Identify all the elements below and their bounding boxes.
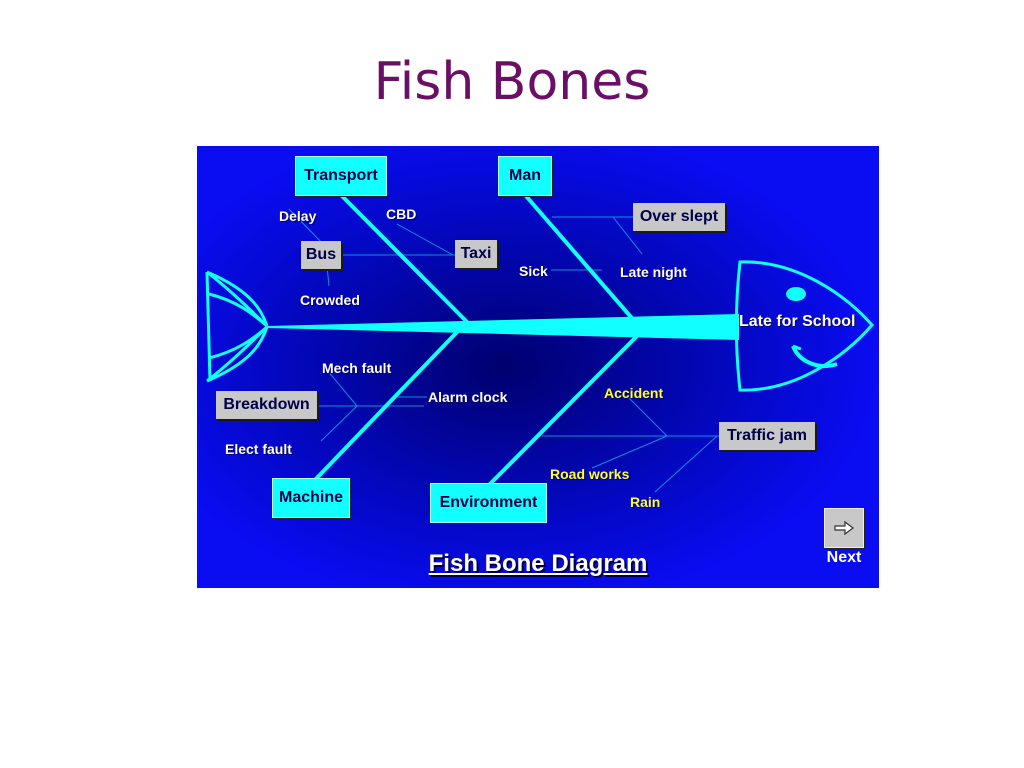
diagram-caption: Fish Bone Diagram: [428, 550, 648, 577]
arrow-right-icon: [834, 520, 854, 536]
subcause-bus: Bus: [301, 241, 341, 269]
category-bones: [311, 194, 639, 486]
fish-tail: [205, 270, 269, 383]
detail-elect-fault: Elect fault: [225, 441, 292, 457]
fish-spine: [267, 314, 739, 340]
detail-accident: Accident: [604, 385, 664, 401]
detail-rain: Rain: [630, 494, 661, 510]
detail-late-night: Late night: [620, 264, 687, 280]
fish-eye-icon: [786, 287, 806, 301]
category-machine: Machine: [272, 478, 350, 518]
subcause-traffic-jam: Traffic jam: [719, 422, 815, 450]
detail-crowded: Crowded: [300, 292, 360, 308]
detail-mech-fault: Mech fault: [322, 360, 392, 376]
next-button[interactable]: [824, 508, 864, 548]
cause-alarm-clock: Alarm clock: [428, 389, 508, 405]
subcause-taxi: Taxi: [455, 240, 497, 268]
subcause-over-slept: Over slept: [633, 203, 725, 231]
problem-label: Late for School: [739, 313, 856, 330]
fishbone-diagram: Transport Man Machine Environment Bus Ta…: [197, 146, 879, 588]
category-environment: Environment: [430, 483, 547, 523]
fish-head: [734, 260, 874, 392]
cause-sick: Sick: [519, 263, 548, 279]
category-man: Man: [498, 156, 552, 196]
category-transport: Transport: [295, 156, 387, 196]
detail-delay: Delay: [279, 208, 317, 224]
detail-cbd: CBD: [386, 206, 417, 222]
slide-title: Fish Bones: [373, 52, 651, 112]
detail-road-works: Road works: [550, 466, 630, 482]
next-label[interactable]: Next: [826, 549, 862, 566]
subcause-breakdown: Breakdown: [216, 391, 317, 419]
